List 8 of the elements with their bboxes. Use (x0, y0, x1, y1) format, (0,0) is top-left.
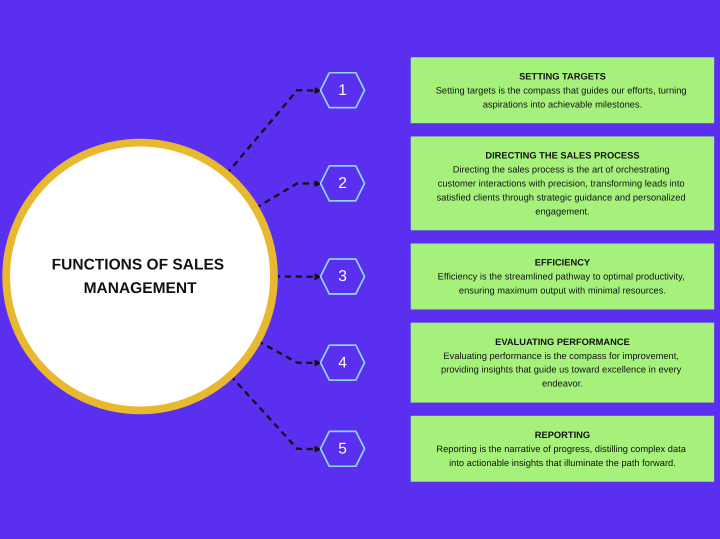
node-box: EVALUATING PERFORMANCE Evaluating performance is the compass for improvement, providing insights that guide us toward excellence in every endeavor. (410, 322, 714, 403)
arrow (229, 374, 322, 452)
node-box: REPORTING Reporting is the narrative of progress, distilling complex data into actionable insights that illuminate the path forward. (410, 416, 714, 482)
node-box: EFFICIENCY Efficiency is the streamlined pathway to optimal productivity, ensuring maximum output with minimal resources. (410, 244, 714, 310)
node-box: DIRECTING THE SALES PROCESS Directing the sales process is the art of orchestrating customer interactions with precision, transforming leads into satisfied clients through strategic guidance and personalized engagement. (410, 136, 714, 230)
node-box: SETTING TARGETS Setting targets is the compass that guides our efforts, turning aspirations into achievable milestones. (410, 57, 714, 124)
arrow (226, 87, 322, 175)
node-circle: FUNCTIONS OF SALES MANAGEMENT (2, 138, 278, 414)
